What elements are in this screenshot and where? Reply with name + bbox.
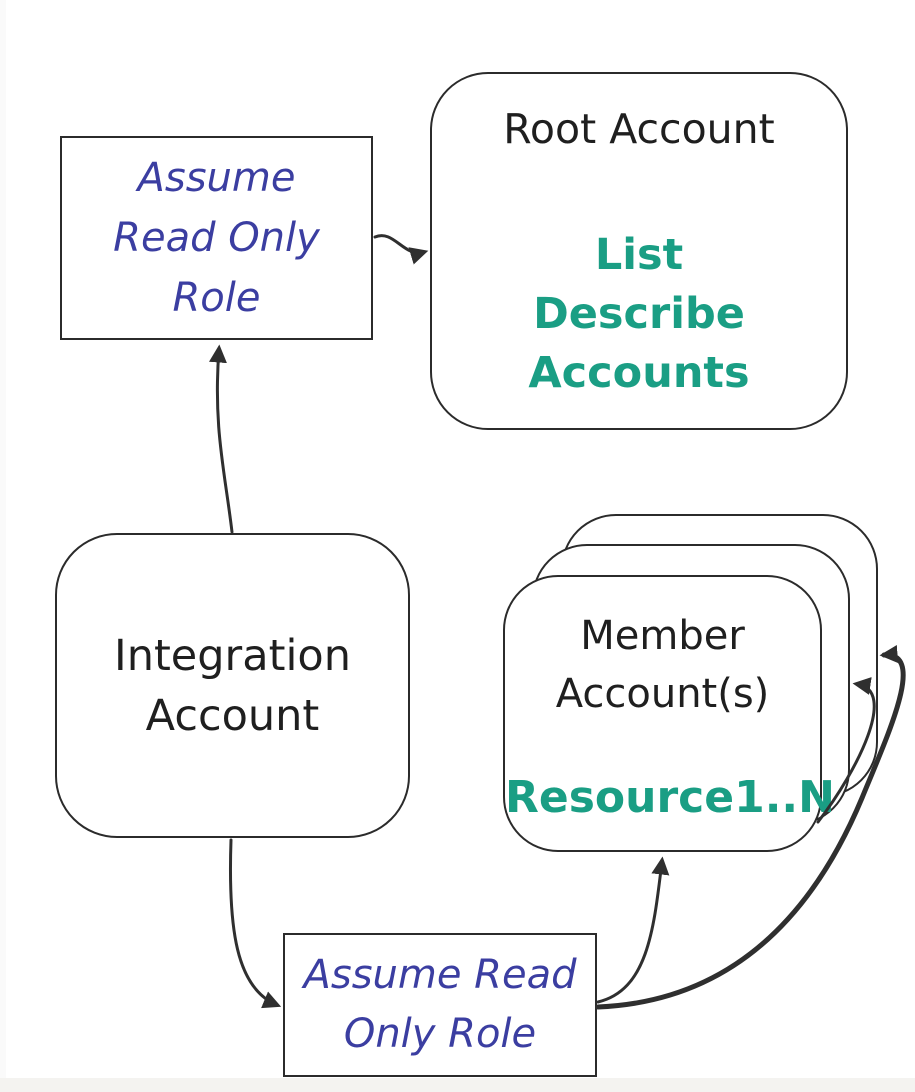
root-account-action: Describe bbox=[533, 289, 745, 339]
assume-role-bottom-label: Assume Read Only Role bbox=[304, 946, 577, 1064]
integration-account-title: Integration Account bbox=[114, 626, 351, 746]
member-account-resources-label: Resource1..N bbox=[505, 772, 835, 823]
member-account-title-line: Member bbox=[580, 613, 745, 659]
member-account-node: Member Account(s) Resource1..N bbox=[503, 575, 835, 852]
arrow-integration-to-assume-top bbox=[209, 344, 234, 534]
root-account-node: Root Account List Describe Accounts bbox=[430, 72, 848, 430]
root-account-actions: List Describe Accounts bbox=[528, 226, 749, 403]
assume-role-top-label: Assume Read Only Role bbox=[113, 148, 320, 328]
integration-account-node: Integration Account bbox=[55, 533, 410, 838]
assume-read-only-role-node-bottom: Assume Read Only Role bbox=[283, 933, 597, 1077]
arrow-integration-to-assume-bottom bbox=[228, 838, 282, 1009]
assume-role-bottom-line: Only Role bbox=[343, 1011, 537, 1057]
bottom-edge-strip bbox=[0, 1078, 915, 1092]
member-account-title-line: Account(s) bbox=[555, 671, 770, 717]
assume-role-top-line: Assume bbox=[137, 155, 296, 201]
left-edge-strip bbox=[0, 0, 6, 1092]
assume-read-only-role-node-top: Assume Read Only Role bbox=[60, 136, 373, 340]
assume-role-top-line: Read Only bbox=[113, 215, 320, 261]
arrow-assume-bottom-to-member bbox=[596, 856, 670, 1004]
integration-account-title-line: Account bbox=[145, 690, 320, 741]
root-account-title: Root Account bbox=[503, 105, 775, 153]
arrow-assume-top-to-root bbox=[373, 234, 429, 265]
integration-account-title-line: Integration bbox=[114, 630, 351, 681]
root-account-action: Accounts bbox=[528, 348, 750, 398]
root-account-action: List bbox=[594, 230, 684, 280]
member-account-title: Member Account(s) bbox=[556, 607, 770, 723]
assume-role-top-line: Role bbox=[172, 275, 261, 321]
assume-role-bottom-line: Assume Read bbox=[303, 952, 577, 998]
